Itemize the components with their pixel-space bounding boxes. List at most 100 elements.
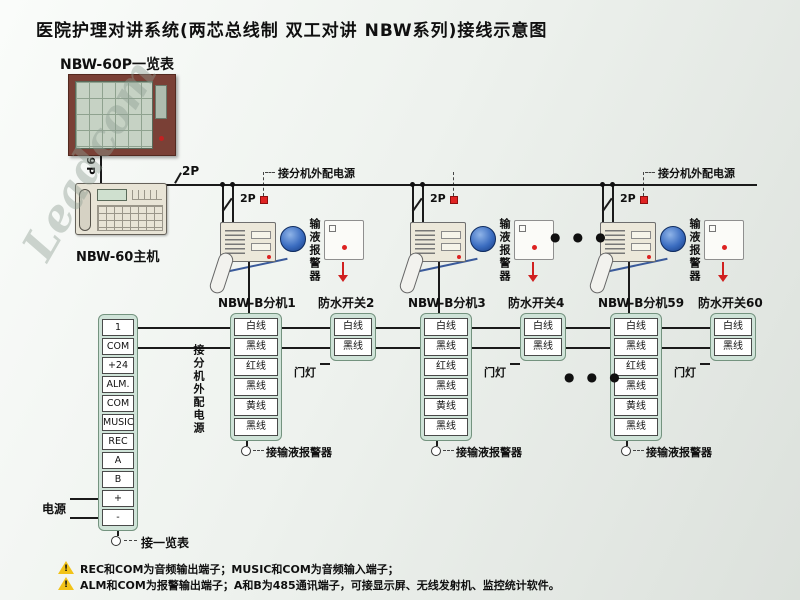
speaker-grille <box>605 230 625 256</box>
power-dashed-line-h <box>645 172 655 173</box>
warning-triangle-icon <box>58 561 74 574</box>
master-buttons <box>132 190 162 200</box>
infusion-connector-line <box>436 441 438 446</box>
wire-terminal-box: 白线 黑线 红线 黑线 黄线 黑线 <box>610 313 662 441</box>
unit-label: NBW-B分机59 <box>598 296 685 310</box>
drop-wire <box>612 184 614 222</box>
wire-cell: 黑线 <box>424 338 468 356</box>
doorlight-line <box>510 363 520 365</box>
panel-led <box>159 136 164 141</box>
overview-connect-label: 接一览表 <box>141 536 190 550</box>
wire-2p-label: 2P <box>430 192 446 205</box>
master-handset <box>79 189 91 231</box>
bus-connection-dot <box>600 182 605 187</box>
switch-label: 防水开关4 <box>508 296 565 310</box>
terminal-cell: +24 <box>102 357 134 374</box>
wire-cell: 白线 <box>424 318 468 336</box>
terminal-cell: ALM. <box>102 376 134 393</box>
terminal-cell: COM <box>102 395 134 412</box>
unit-to-wiring-line <box>628 262 630 313</box>
wire-cell: 黑线 <box>614 378 658 396</box>
overview-panel-label: NBW-60P一览表 <box>60 57 174 73</box>
terminal-cell: 1 <box>102 319 134 336</box>
unit-label: NBW-B分机1 <box>218 296 296 310</box>
doorlight-label: 门灯 <box>294 366 316 379</box>
infusion-dashed-line <box>253 450 264 451</box>
wire-9p-label: 9P <box>84 157 97 177</box>
intercom-unit <box>220 222 276 262</box>
bus-connection-dot <box>220 182 225 187</box>
intercom-button <box>441 231 461 239</box>
drop-wire <box>602 184 604 222</box>
bus-connection-dot <box>230 182 235 187</box>
waterproof-switch <box>704 220 744 260</box>
overview-dashed-line <box>124 540 137 541</box>
infusion-connect-label: 接输液报警器 <box>266 446 332 459</box>
drop-wire <box>222 184 224 222</box>
master-station-label: NBW-60主机 <box>76 250 160 265</box>
power-plus-line <box>70 498 98 500</box>
master-keypad <box>97 205 163 231</box>
power-connector <box>640 196 648 204</box>
terminal-cell: COM <box>102 338 134 355</box>
extension-group-3: 2P 接分机外配电源 输液报警器 NBW-B分机59 防水开关60 白线 黑线 … <box>587 160 770 470</box>
intercom-button <box>441 243 461 251</box>
doorlight-terminal-box: 白线 黑线 <box>710 313 756 361</box>
wire-cell: 黑线 <box>614 418 658 436</box>
infusion-connector <box>241 446 251 456</box>
master-terminal-strip: 1 COM +24 ALM. COM MUSIC REC A B + - <box>98 314 138 531</box>
infusion-connector <box>621 446 631 456</box>
wire-cell: 黑线 <box>424 378 468 396</box>
intercom-button <box>251 243 271 251</box>
overview-connector <box>111 536 121 546</box>
switch-detail <box>519 225 526 232</box>
external-power-label: 接分机外配电源 <box>278 167 355 180</box>
terminal-cell: REC <box>102 433 134 450</box>
wire-cell: 红线 <box>614 358 658 376</box>
switch-label: 防水开关60 <box>698 296 763 310</box>
wire-terminal-box: 白线 黑线 红线 黑线 黄线 黑线 <box>230 313 282 441</box>
alarm-arrow-line <box>342 262 344 275</box>
terminal-cell: B <box>102 471 134 488</box>
infusion-dashed-line <box>633 450 644 451</box>
power-supply-label: 电源 <box>42 502 67 516</box>
waterproof-switch <box>324 220 364 260</box>
infusion-connect-label: 接输液报警器 <box>646 446 712 459</box>
wire-cell: 白线 <box>234 318 278 336</box>
alarm-arrow-line <box>722 262 724 275</box>
alarm-arrow-head <box>718 275 728 282</box>
doorlight-label: 门灯 <box>674 366 696 379</box>
wire-cell: 黑线 <box>714 338 752 356</box>
overview-panel <box>68 74 176 156</box>
terminal-cell: + <box>102 490 134 507</box>
main-bus-line <box>160 184 757 186</box>
wire-cell: 红线 <box>234 358 278 376</box>
ext-power-vertical-label: 接分机外配电源 <box>192 344 205 435</box>
switch-led <box>532 245 537 250</box>
wire-cell: 黄线 <box>234 398 278 416</box>
drop-wire <box>422 184 424 222</box>
wire-cell: 白线 <box>714 318 752 336</box>
power-connector <box>260 196 268 204</box>
panel-riser-wire <box>100 156 102 183</box>
wire-terminal-box: 白线 黑线 红线 黑线 黄线 黑线 <box>420 313 472 441</box>
infusion-connect-label: 接输液报警器 <box>456 446 522 459</box>
warning-bang: ! <box>64 580 69 590</box>
handset-cradle <box>470 226 496 252</box>
wire-cell: 黑线 <box>234 378 278 396</box>
terminal-cell: - <box>102 509 134 526</box>
drop-wire <box>412 184 414 222</box>
master-display <box>97 189 127 201</box>
panel-side-strip <box>155 85 167 119</box>
switch-detail <box>709 225 716 232</box>
doorlight-terminal-box: 白线 黑线 <box>520 313 566 361</box>
wire-cell: 白线 <box>334 318 372 336</box>
wire-cell: 黑线 <box>234 338 278 356</box>
doorlight-terminal-box: 白线 黑线 <box>330 313 376 361</box>
unit-to-wiring-line <box>438 262 440 313</box>
doorlight-line <box>700 363 710 365</box>
external-power-label: 接分机外配电源 <box>658 167 735 180</box>
wiring-ellipsis: ● ● ● <box>564 370 624 384</box>
infusion-alarm-label: 输液报警器 <box>498 218 511 283</box>
